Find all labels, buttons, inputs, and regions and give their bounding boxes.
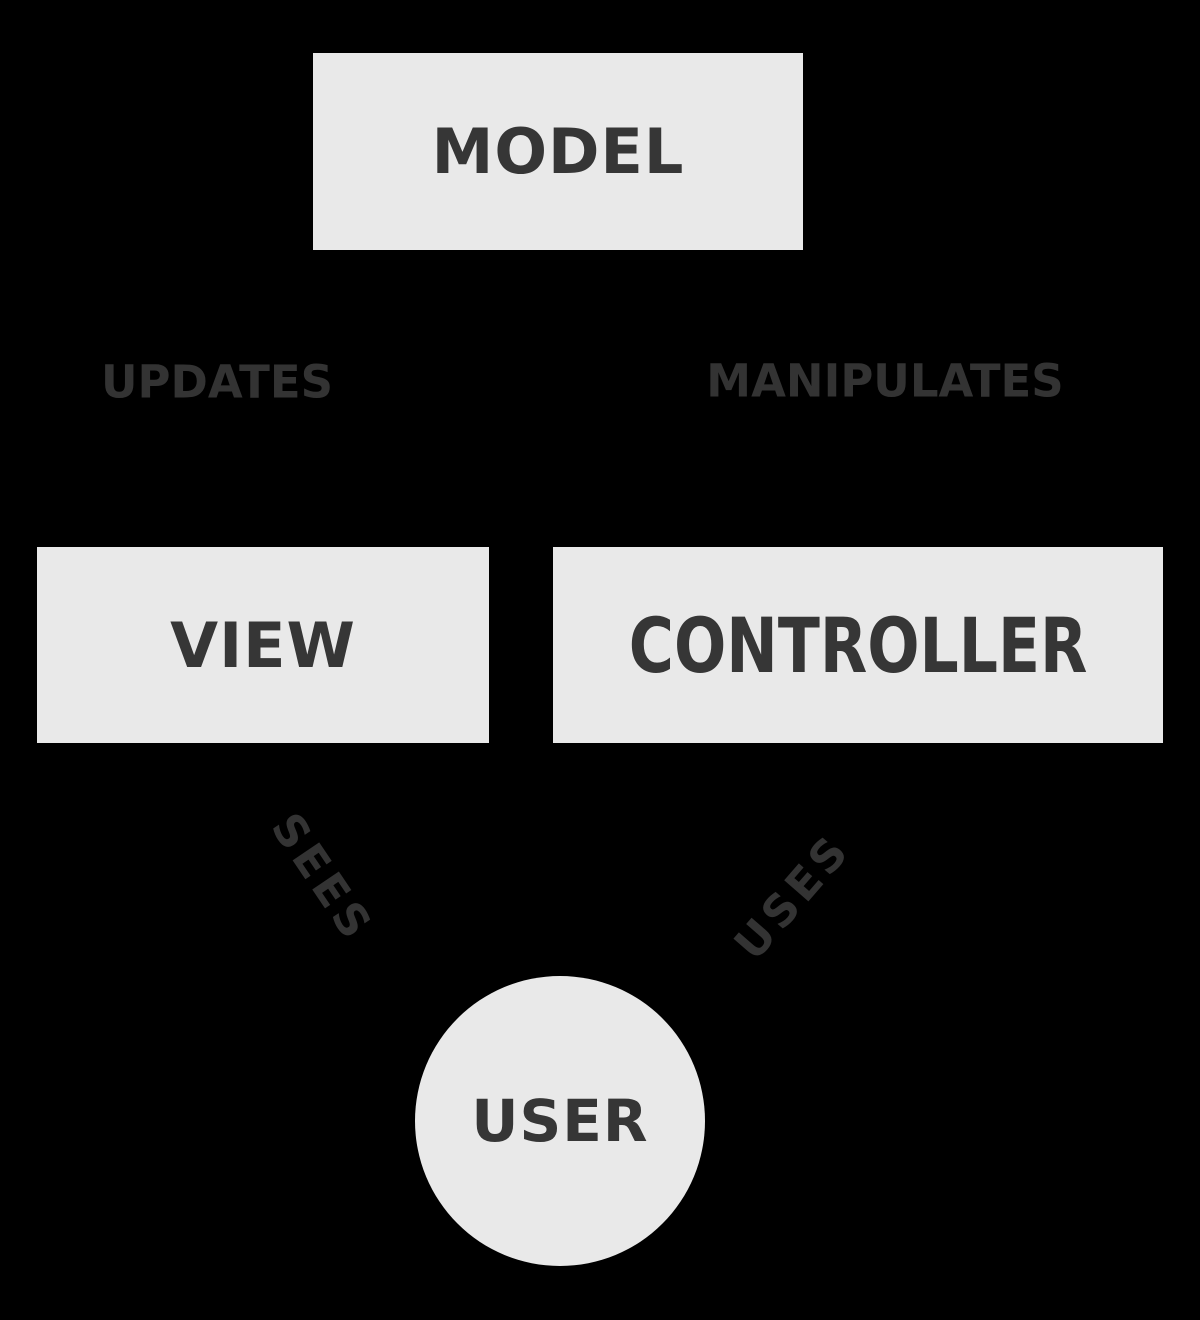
user-label: USER <box>471 1087 649 1155</box>
controller-label: CONTROLLER <box>628 600 1088 690</box>
view-label: VIEW <box>170 608 356 682</box>
controller-node: CONTROLLER <box>553 547 1163 743</box>
view-node: VIEW <box>37 547 489 743</box>
uses-edge-label: USES <box>724 823 862 971</box>
model-node: MODEL <box>313 53 803 250</box>
model-label: MODEL <box>431 115 685 188</box>
sees-edge-label: SEES <box>260 804 384 952</box>
user-node: USER <box>415 976 705 1266</box>
updates-edge-label: UPDATES <box>100 355 334 409</box>
manipulates-edge-label: MANIPULATES <box>706 354 1064 408</box>
